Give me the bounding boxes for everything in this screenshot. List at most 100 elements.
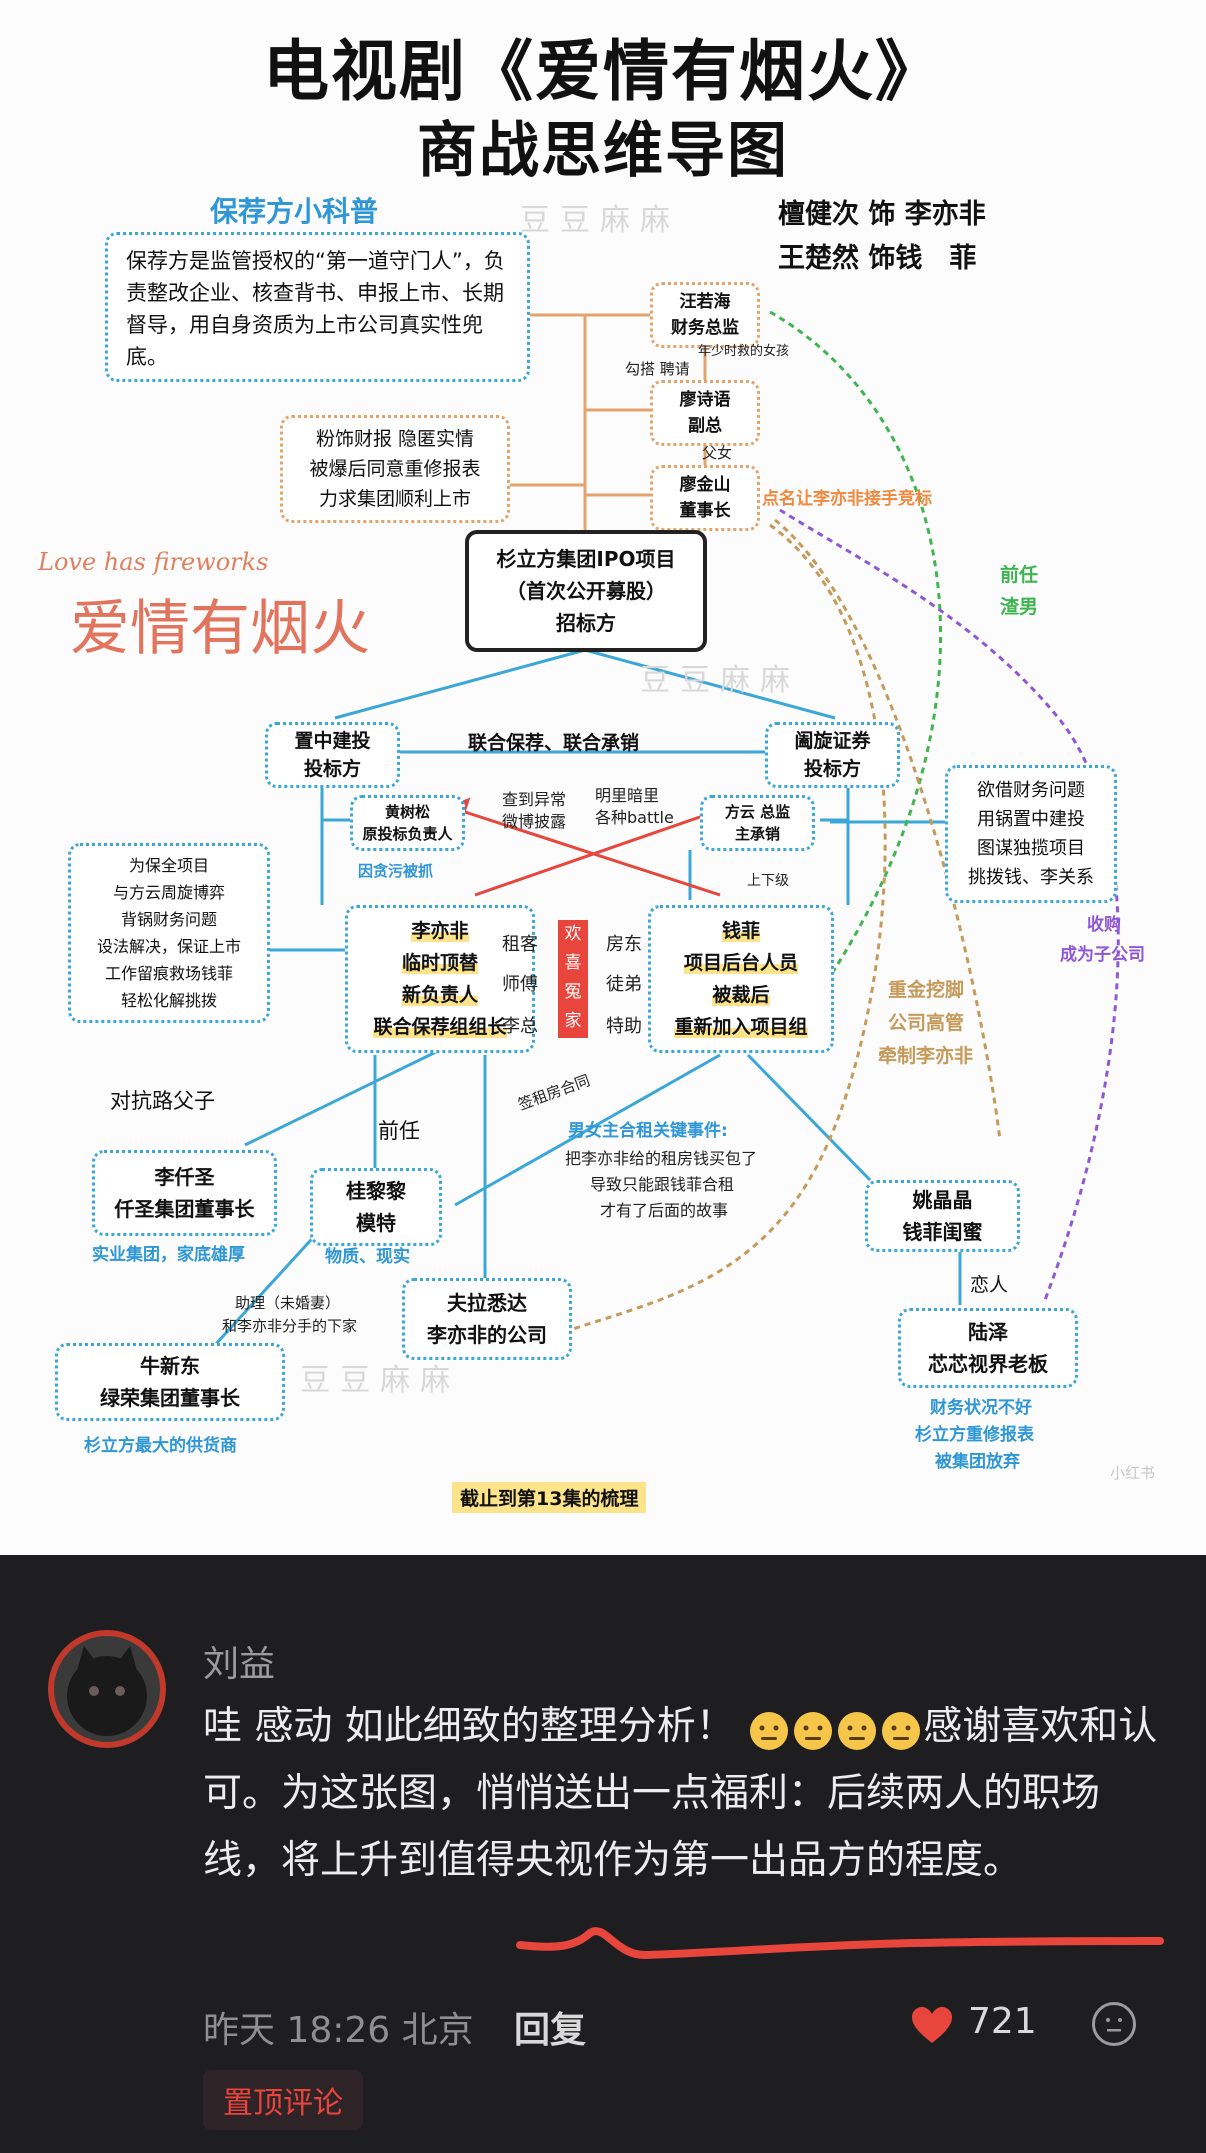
sponsor-text: 保荐方是监管授权的“第一道守门人”，负责整改企业、核查背书、申报上市、长期督导，…: [126, 249, 505, 369]
yao-name: 姚晶晶: [912, 1188, 973, 1212]
label-shiye: 实业集团，家底雄厚: [92, 1245, 245, 1265]
node-zhizhong: 置中建投 投标方: [265, 722, 400, 788]
label-duikang: 对抗路父子: [110, 1089, 215, 1113]
fang-role: 主承销: [734, 825, 780, 843]
like-count: 721: [968, 2001, 1037, 2042]
footer-note: 截止到第13集的梳理: [452, 1482, 647, 1513]
node-fula: 夫拉悉达 李亦非的公司: [402, 1278, 572, 1360]
label-hezu-2: 导致只能跟钱菲合租: [590, 1175, 735, 1194]
label-lizong: 李总: [502, 1016, 538, 1037]
label-tezhu: 特助: [606, 1016, 642, 1037]
node-li-qian: 李仟圣 仟圣集团董事长: [92, 1150, 277, 1236]
lu-role: 芯芯视界老板: [928, 1352, 1048, 1376]
left-note-5: 工作留痕救场钱菲: [104, 964, 233, 983]
node-wang-role: 财务总监: [671, 318, 739, 338]
center-line-1: 杉立方集团IPO项目: [496, 547, 676, 571]
zhizhong-role: 投标方: [303, 758, 361, 780]
connection-lines: [213, 310, 1120, 1347]
label-goudajing: 勾搭 聘请: [625, 360, 690, 378]
watermark-2: 豆豆麻麻: [640, 663, 800, 698]
comment-text-after: 感谢喜欢和认可。为这张图，悄悄送出一点福利：后续两人的职场线，将上升到值得央视作…: [203, 1704, 1158, 1883]
finance-note-box: 粉饰财报 隐匿实情 被爆后同意重修报表 力求集团顺利上市: [280, 415, 510, 523]
li-qian-role: 仟圣集团董事长: [114, 1197, 255, 1221]
node-huang: 黄树松 原投标负责人: [350, 795, 465, 851]
label-shaonian: 年少时救的女孩: [698, 344, 790, 359]
label-fuzi-nv: 父女: [702, 444, 733, 462]
node-liao-js: 廖金山 董事长: [650, 465, 760, 531]
fula-name: 夫拉悉达: [447, 1291, 527, 1315]
qian-line-2: 项目后台人员: [683, 952, 798, 974]
center-line-2: （首次公开募股）: [506, 579, 666, 603]
huanxi-4: 家: [564, 1011, 582, 1031]
node-liao-js-name: 廖金山: [679, 475, 731, 495]
label-lu-3: 被集团放弃: [935, 1452, 1020, 1472]
lu-name: 陆泽: [968, 1320, 1008, 1344]
heart-icon[interactable]: [910, 2005, 954, 2045]
pinned-badge: 置顶评论: [203, 2070, 363, 2130]
label-dianming: 点名让李亦非接手竞标: [762, 489, 932, 509]
huang-name: 黄树松: [384, 803, 430, 821]
comment-text: 哇 感动 如此细致的整理分析！ 感谢喜欢和认可。为这张图，悄悄送出一点福利：后续…: [203, 1693, 1163, 1894]
mind-map: 电视剧《爱情有烟火》 商战思维导图 豆豆麻麻 豆豆麻麻 豆豆麻麻 檀健次 饰 李…: [38, 33, 1156, 1513]
cast-line-1: 檀健次 饰 李亦非: [778, 199, 986, 230]
reply-button[interactable]: 回复: [514, 2010, 587, 2051]
zhizhong-name: 置中建投: [294, 730, 371, 752]
xhs-watermark: 小红书: [1110, 1464, 1156, 1482]
avatar[interactable]: [48, 1630, 166, 1748]
label-hezu-3: 才有了后面的故事: [600, 1201, 729, 1220]
red-underline: [516, 1927, 1164, 1960]
label-lu-2: 杉立方重修报表: [915, 1425, 1034, 1445]
qian-line-4: 重新加入项目组: [674, 1016, 808, 1038]
label-shifu: 师傅: [502, 974, 538, 995]
label-zhuli-1: 助理（未婚妻）: [235, 1294, 341, 1312]
label-wuzhi: 物质、现实: [325, 1247, 410, 1267]
niu-role: 绿荣集团董事长: [100, 1386, 240, 1410]
node-wang-name: 汪若海: [679, 292, 731, 312]
sponsor-heading: 保荐方小科普: [210, 195, 379, 228]
label-hezu-1: 把李亦非给的租房钱买包了: [565, 1149, 758, 1168]
left-note-4: 设法解决，保证上市: [96, 937, 241, 956]
right-note-1: 欲借财务问题: [977, 780, 1085, 801]
label-yinwu: 因贪污被抓: [358, 862, 434, 880]
node-kuoxuan: 阖旋证券 投标方: [765, 722, 900, 788]
node-lu: 陆泽 芯芯视界老板: [898, 1308, 1078, 1388]
li-line-2: 临时顶替: [401, 952, 478, 974]
salute-emoji-icons: [750, 1711, 921, 1750]
huanxi-2: 喜: [564, 953, 582, 973]
fula-role: 李亦非的公司: [427, 1323, 547, 1347]
node-fang: 方云 总监 主承销: [700, 795, 815, 851]
right-note-4: 挑拨钱、李关系: [968, 867, 1094, 888]
label-qianren: 前任: [378, 1119, 420, 1143]
label-lu-1: 财务状况不好: [930, 1398, 1032, 1418]
finance-line-1: 粉饰财报 隐匿实情: [315, 428, 475, 450]
left-note-1: 为保全项目: [128, 856, 209, 875]
comment-username[interactable]: 刘益: [203, 1644, 276, 1685]
watermark-3: 豆豆麻麻: [300, 1363, 460, 1398]
comment-section: 刘益 哇 感动 如此细致的整理分析！ 感谢喜欢和认可。为这张图，悄悄送出一点福利…: [0, 1555, 1206, 2153]
label-tudi: 徒弟: [606, 974, 642, 995]
huang-role: 原投标负责人: [362, 825, 453, 843]
node-niu: 牛新东 绿荣集团董事长: [55, 1343, 285, 1421]
comment-text-before: 哇 感动 如此细致的整理分析！: [203, 1704, 735, 1749]
li-line-3: 新负责人: [401, 984, 478, 1006]
node-li: 李亦非 临时顶替 新负责人 联合保荐组组长: [345, 905, 535, 1053]
label-gonghuo: 杉立方最大的供货商: [84, 1436, 237, 1456]
label-zuke: 租客: [502, 934, 538, 955]
node-qian: 钱菲 项目后台人员 被裁后 重新加入项目组: [648, 905, 834, 1053]
label-hezu-title: 男女主合租关键事件:: [568, 1121, 728, 1141]
label-mingli-2: 各种battle: [595, 808, 674, 827]
right-note-2: 用锅置中建投: [977, 809, 1085, 830]
finance-line-2: 被爆后同意重修报表: [309, 458, 481, 480]
label-shangxiaji: 上下级: [747, 873, 789, 889]
label-zhongjin-1: 重金挖脚: [888, 979, 965, 1001]
node-center: 杉立方集团IPO项目 （首次公开募股） 招标方: [465, 530, 707, 652]
label-lianren: 恋人: [970, 1274, 1009, 1296]
left-note-2: 与方云周旋博弈: [112, 883, 225, 902]
kuoxuan-role: 投标方: [803, 758, 861, 780]
label-lianhe: 联合保荐、联合承销: [468, 732, 640, 754]
node-liao-sy: 廖诗语 副总: [650, 380, 760, 446]
emoji-reaction-icon[interactable]: [1092, 2002, 1136, 2046]
cast-line-2: 王楚然 饰钱 菲: [778, 243, 977, 274]
logo-cn: 爱情有烟火: [70, 594, 370, 664]
li-line-1: 李亦非: [411, 920, 469, 942]
